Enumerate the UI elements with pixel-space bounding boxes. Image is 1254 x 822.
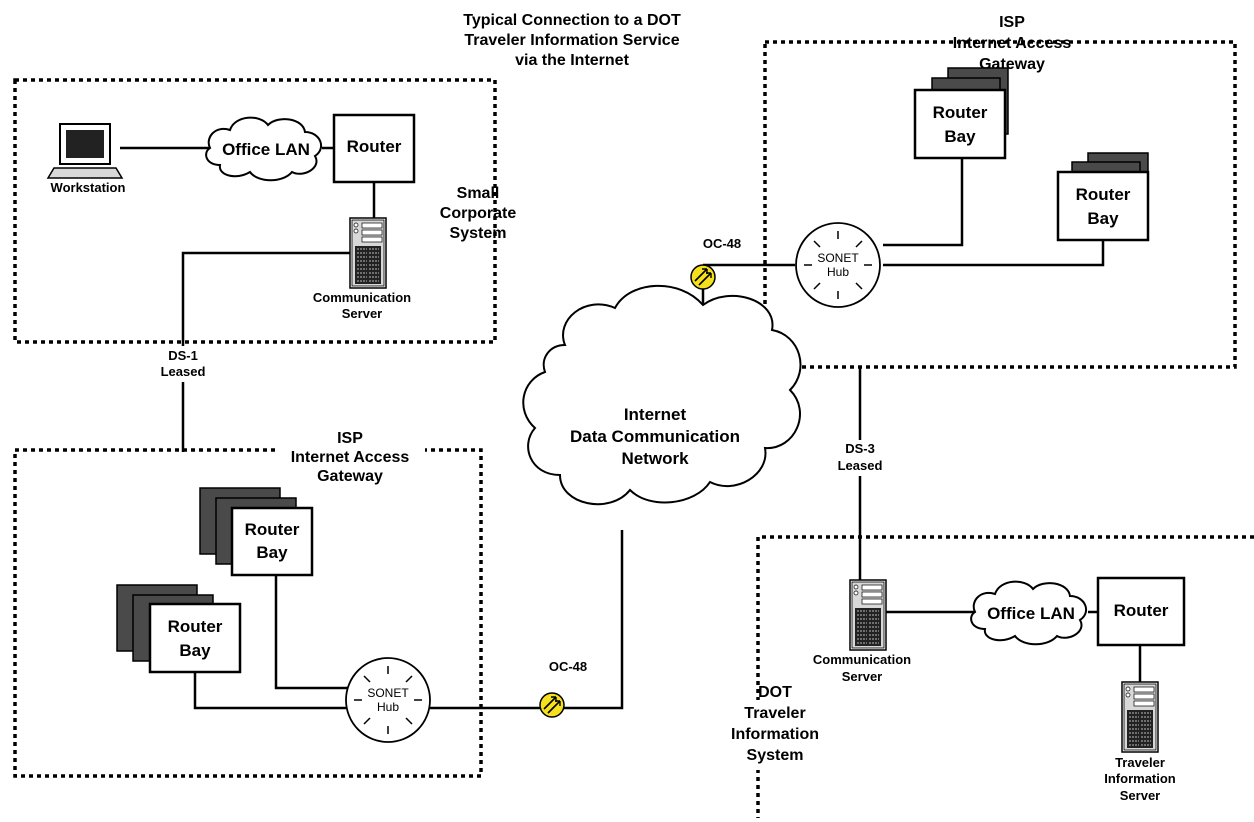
small-corporate-system-boundary xyxy=(13,78,497,344)
svg-text:Internet Access: Internet Access xyxy=(953,35,1072,52)
right-router-bay-1-link xyxy=(883,158,964,247)
svg-text:Traveler: Traveler xyxy=(744,705,805,722)
isp-right-label: ISP Internet Access Gateway xyxy=(953,14,1072,73)
svg-text:Corporate: Corporate xyxy=(440,205,517,222)
office-lan-label: Office LAN xyxy=(222,140,310,159)
svg-text:Internet Access: Internet Access xyxy=(291,449,410,466)
svg-text:System: System xyxy=(747,747,804,764)
communication-server-icon xyxy=(349,217,387,289)
dot-router-box xyxy=(1096,576,1186,647)
traveler-information-server-icon xyxy=(1121,681,1159,753)
small-corporate-system-label: Small Corporate System xyxy=(440,185,517,242)
right-router-bay-2: Router Bay xyxy=(1056,152,1150,242)
dot-office-lan-cloud-icon xyxy=(970,580,1088,646)
ds3-leased-label: DS-3 Leased xyxy=(828,440,892,476)
svg-text:Bay: Bay xyxy=(256,543,288,562)
workstation-icon xyxy=(46,123,124,179)
right-router-bay-2-link xyxy=(883,240,1105,267)
dot-system-label: DOT Traveler Information System xyxy=(731,684,819,770)
traveler-server-label: Traveler Information Server xyxy=(1104,755,1176,803)
diagram-title: Typical Connection to a DOT Traveler Inf… xyxy=(463,12,681,69)
svg-text:Bay: Bay xyxy=(944,127,976,146)
right-sonet-hub-label-line1: SONET xyxy=(817,251,859,265)
svg-text:Router: Router xyxy=(245,520,300,539)
oc48-top-connector-icon xyxy=(690,264,716,290)
oc48-bottom-connector-icon xyxy=(539,692,565,718)
left-router-bay-1: Router Bay xyxy=(199,487,314,577)
right-sonet-hub-label-line2: Hub xyxy=(827,265,849,279)
ds1-leased-link xyxy=(181,251,350,452)
ds1-leased-label: DS-1 Leased xyxy=(150,346,216,382)
svg-text:Information: Information xyxy=(731,726,819,743)
svg-text:Bay: Bay xyxy=(1087,209,1119,228)
svg-text:Traveler Information Service: Traveler Information Service xyxy=(464,32,679,49)
svg-text:DS-1: DS-1 xyxy=(168,348,198,363)
svg-text:Data Communication: Data Communication xyxy=(570,427,740,446)
svg-text:ISP: ISP xyxy=(337,430,363,447)
left-router-bay-1-link xyxy=(274,575,356,690)
left-sonet-hub-label-line1: SONET xyxy=(367,686,409,700)
svg-text:Router: Router xyxy=(933,103,988,122)
svg-text:Internet: Internet xyxy=(624,405,687,424)
dot-comm-server-label-line1: Communication xyxy=(813,652,911,667)
svg-text:ISP: ISP xyxy=(999,14,1025,31)
oc48-bottom-label: OC-48 xyxy=(549,659,587,674)
svg-text:Server: Server xyxy=(1120,788,1160,803)
svg-text:Traveler: Traveler xyxy=(1115,755,1165,770)
office-lan-cloud-icon xyxy=(205,116,323,182)
right-router-bay-1: Router Bay xyxy=(913,67,1009,160)
svg-text:Information: Information xyxy=(1104,771,1176,786)
router-label: Router xyxy=(347,137,402,156)
svg-text:Bay: Bay xyxy=(179,641,211,660)
svg-text:Network: Network xyxy=(621,449,689,468)
left-sonet-hub-label-line2: Hub xyxy=(377,700,399,714)
workstation-label: Workstation xyxy=(51,180,126,195)
left-router-bay-2-link xyxy=(193,670,346,710)
svg-text:Typical Connection to a DOT: Typical Connection to a DOT xyxy=(463,12,681,29)
svg-text:Router: Router xyxy=(168,617,223,636)
oc48-top-label: OC-48 xyxy=(703,236,741,251)
internet-cloud-icon xyxy=(522,284,802,506)
svg-text:System: System xyxy=(450,225,507,242)
svg-text:Small: Small xyxy=(457,185,500,202)
internet-label: Internet Data Communication Network xyxy=(570,405,740,468)
dot-communication-server-icon xyxy=(849,579,887,651)
comm-server-label-line1: Communication xyxy=(313,290,411,305)
svg-text:Router: Router xyxy=(1076,185,1131,204)
left-router-bay-2: Router Bay xyxy=(116,584,242,674)
isp-left-boundary xyxy=(13,448,483,778)
dot-comm-server-label-line2: Server xyxy=(842,669,882,684)
dot-router-label: Router xyxy=(1114,601,1169,620)
svg-text:DOT: DOT xyxy=(758,684,792,701)
svg-text:Leased: Leased xyxy=(161,364,206,379)
left-hub-internet-link xyxy=(430,530,624,710)
svg-text:DS-3: DS-3 xyxy=(845,441,875,456)
svg-text:via the Internet: via the Internet xyxy=(515,52,629,69)
svg-text:Gateway: Gateway xyxy=(317,468,383,485)
svg-text:Leased: Leased xyxy=(838,458,883,473)
dot-office-lan-label: Office LAN xyxy=(987,604,1075,623)
isp-left-label: ISP Internet Access Gateway xyxy=(275,428,425,486)
router-box xyxy=(332,113,416,184)
isp-right-boundary xyxy=(763,40,1237,369)
comm-server-label-line2: Server xyxy=(342,306,382,321)
